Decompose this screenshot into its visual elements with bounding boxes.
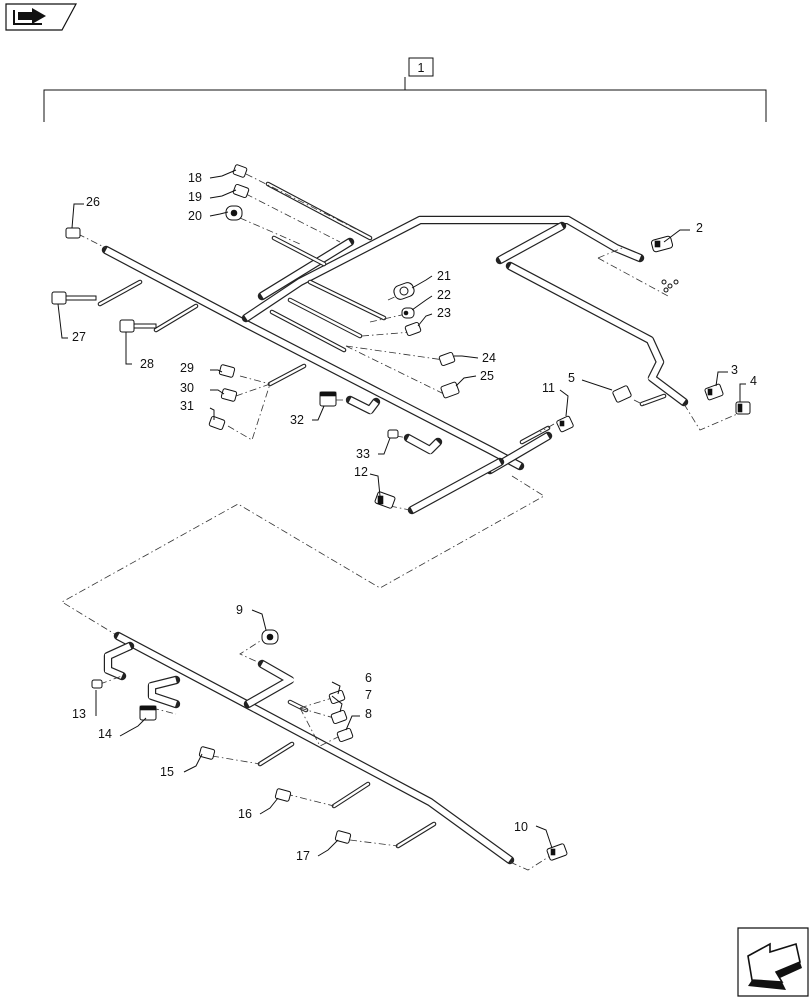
assembly-label-box (408, 57, 434, 77)
connector-25 (440, 381, 460, 399)
callout-17: 17 (296, 849, 310, 863)
connector-12 (374, 491, 396, 509)
callout-14: 14 (98, 727, 112, 741)
connector-9 (261, 629, 279, 645)
connector-24 (438, 351, 456, 367)
connector-27 (51, 291, 97, 305)
callout-28: 28 (140, 357, 154, 371)
connector-17 (334, 830, 352, 844)
callout-9: 9 (236, 603, 243, 617)
connector-21 (393, 282, 415, 300)
connector-5 (612, 385, 632, 403)
connector-16 (274, 788, 292, 802)
callout-18: 18 (188, 171, 202, 185)
connector-26 (65, 227, 81, 239)
connector-13 (91, 679, 103, 689)
lower-harness (99, 631, 551, 871)
connector-20 (225, 205, 243, 221)
connector-28 (119, 319, 157, 333)
connector-30 (220, 388, 238, 402)
callout-5: 5 (568, 371, 575, 385)
callout-8: 8 (365, 707, 372, 721)
upper-harness (61, 173, 743, 637)
connectors (51, 164, 751, 861)
connector-2-pins (661, 279, 679, 293)
callout-25: 25 (480, 369, 494, 383)
callout-26: 26 (86, 195, 100, 209)
callout-33: 33 (356, 447, 370, 461)
callout-24: 24 (482, 351, 496, 365)
connector-33 (387, 429, 399, 439)
connector-31 (208, 415, 226, 431)
callout-4: 4 (750, 374, 757, 388)
book-arrow-icon[interactable] (5, 3, 78, 31)
callout-19: 19 (188, 190, 202, 204)
connector-29 (218, 364, 236, 378)
assembly-bracket: 1 (43, 57, 767, 122)
connector-4 (735, 401, 751, 415)
callout-23: 23 (437, 306, 451, 320)
callout-3: 3 (731, 363, 738, 377)
connector-23 (404, 321, 422, 337)
connector-18 (232, 164, 248, 178)
callout-31: 31 (180, 399, 194, 413)
connector-19 (232, 183, 250, 199)
callout-10: 10 (514, 820, 528, 834)
callout-leaders (57, 169, 746, 857)
callout-2: 2 (696, 221, 703, 235)
callout-16: 16 (238, 807, 252, 821)
callout-12: 12 (354, 465, 368, 479)
callout-22: 22 (437, 288, 451, 302)
next-page-arrow-icon[interactable] (737, 927, 809, 997)
callout-15: 15 (160, 765, 174, 779)
connector-3 (704, 383, 724, 401)
callout-27: 27 (72, 330, 86, 344)
callout-6: 6 (365, 671, 372, 685)
callout-30: 30 (180, 381, 194, 395)
callout-21: 21 (437, 269, 451, 283)
connector-7 (330, 709, 348, 725)
connector-15 (198, 746, 216, 760)
assembly-label: 1 (418, 61, 425, 75)
callout-7: 7 (365, 688, 372, 702)
callout-11: 11 (542, 381, 555, 395)
callout-13: 13 (72, 707, 86, 721)
connector-22 (401, 307, 415, 319)
connector-32 (319, 391, 337, 407)
callout-29: 29 (180, 361, 194, 375)
connector-11 (556, 415, 574, 433)
connector-10 (546, 843, 568, 861)
callout-32: 32 (290, 413, 304, 427)
connector-14 (139, 705, 157, 721)
callout-20: 20 (188, 209, 202, 223)
callout-numbers: 2 3 4 5 6 7 8 9 10 11 12 13 14 15 16 17 … (72, 171, 757, 863)
connector-6 (328, 689, 346, 705)
connector-8 (336, 727, 354, 743)
